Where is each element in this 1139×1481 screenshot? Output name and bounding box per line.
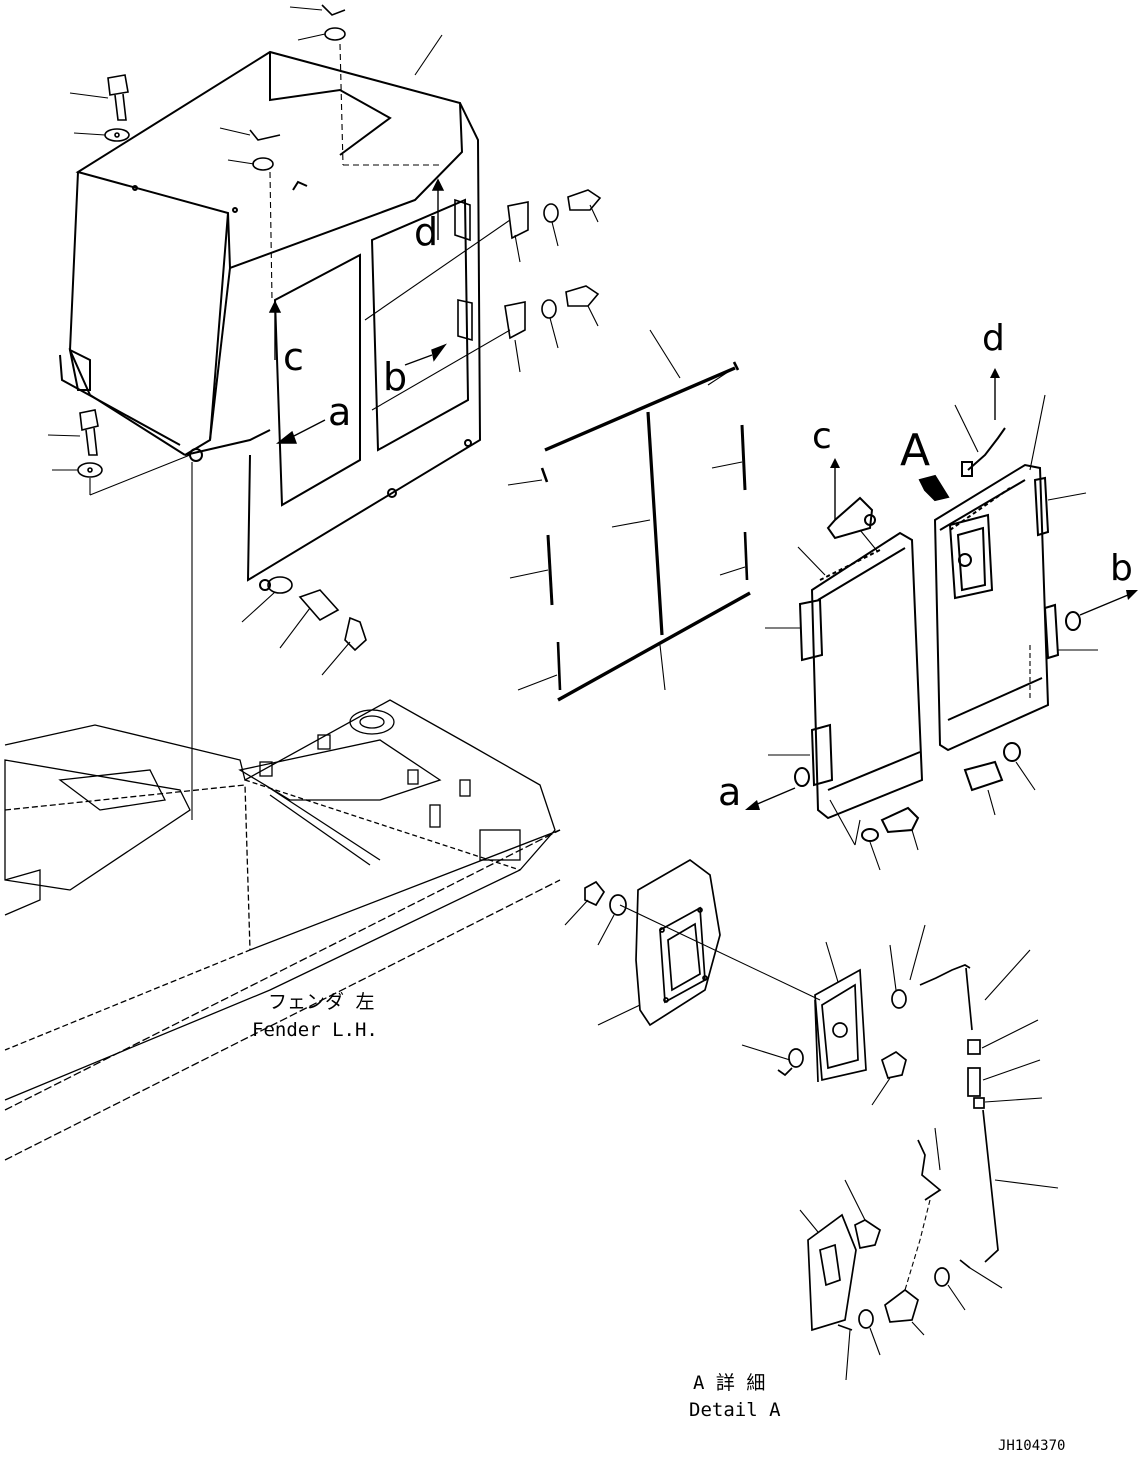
leader-lines-left	[47, 6, 599, 820]
cover-hardware	[77, 4, 602, 652]
label-d-door: d	[982, 318, 1005, 359]
label-d-cover: d	[414, 210, 438, 254]
fender-label-ja: フェンダ 左	[268, 991, 374, 1013]
label-a-door: a	[718, 770, 741, 814]
seal-strips	[507, 329, 751, 702]
fender-label-en: Fender L.H.	[252, 1019, 378, 1041]
fender-base-assembly	[4, 699, 561, 1161]
door-right	[918, 427, 1081, 792]
detail-label-en: Detail A	[689, 1399, 781, 1421]
cover-connector-arrows	[268, 178, 447, 444]
leader-lines-right	[754, 375, 1129, 871]
label-c-cover: c	[283, 335, 304, 379]
label-view-a: A	[900, 425, 930, 476]
connector-labels: d c b a c d b a A	[283, 210, 1133, 814]
label-c-door: c	[812, 416, 832, 457]
label-b-door: b	[1110, 548, 1133, 589]
detail-a-assembly	[584, 858, 999, 1332]
label-a-cover: a	[328, 390, 351, 434]
label-b-cover: b	[383, 355, 407, 399]
door-connector-arrowheads	[745, 368, 1138, 810]
detail-a-leaders	[564, 899, 1059, 1381]
door-left	[794, 496, 924, 842]
main-cover	[59, 50, 482, 591]
detail-label-ja: A 詳 細	[693, 1372, 765, 1394]
drawing-number: JH104370	[998, 1438, 1065, 1454]
